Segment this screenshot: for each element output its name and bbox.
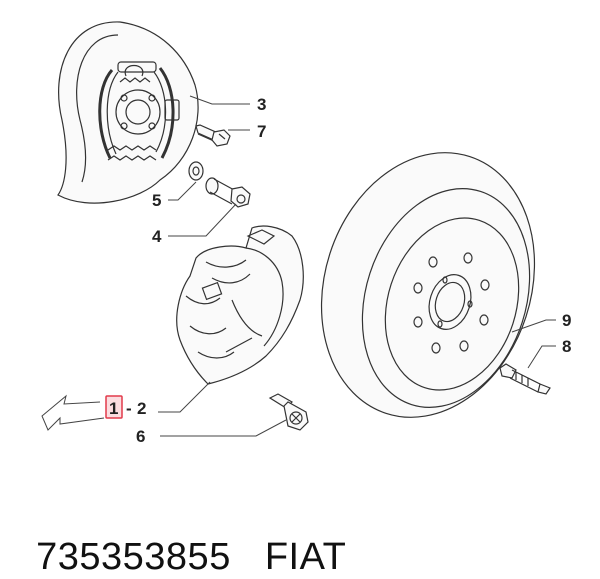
leader-lines [158, 95, 556, 437]
part-number: 735353855 [36, 536, 231, 578]
screw-part-6 [268, 393, 309, 431]
brand-name: FIAT [264, 536, 347, 578]
stud-bolt-part-8 [499, 363, 551, 395]
backing-plate-part [57, 21, 199, 204]
callout-2: 2 [137, 399, 146, 418]
callout-7: 7 [257, 122, 266, 141]
bolt-part-7 [195, 124, 231, 147]
brake-caliper-part [176, 225, 304, 385]
callout-dash: - [126, 399, 132, 418]
direction-arrow-icon [41, 394, 105, 431]
callout-5: 5 [152, 191, 161, 210]
part-caption: 735353855 FIAT [14, 493, 346, 579]
callout-8: 8 [562, 337, 571, 356]
callout-3: 3 [257, 95, 266, 114]
callout-4: 4 [152, 227, 162, 246]
washer-part-5 [188, 161, 204, 181]
bolt-part-4 [205, 177, 251, 208]
brake-disc-part [320, 152, 536, 418]
callout-6: 6 [136, 427, 145, 446]
brake-exploded-diagram: 3 7 5 4 1 - 2 6 9 8 [41, 21, 571, 446]
callout-1: 1 [109, 399, 118, 418]
highlight-box [105, 395, 123, 419]
callout-9: 9 [562, 311, 571, 330]
